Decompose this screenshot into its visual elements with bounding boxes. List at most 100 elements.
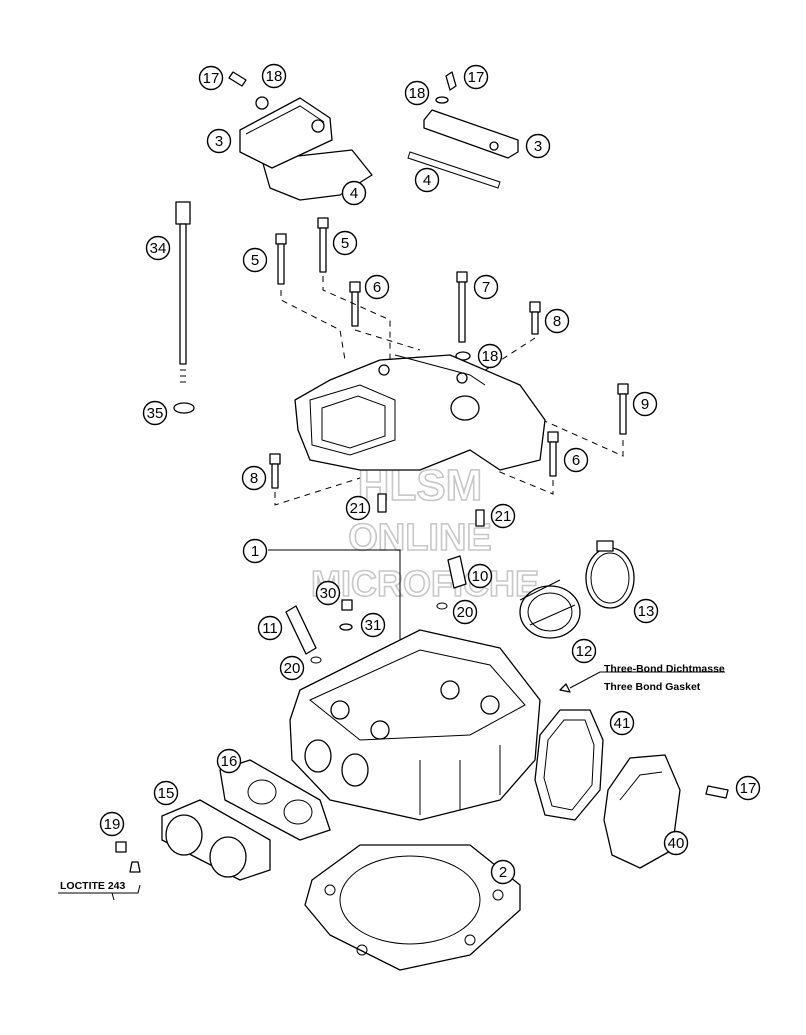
callout-13: 13: [633, 598, 659, 624]
callout-circle: [490, 503, 516, 529]
callout-circle: [142, 400, 168, 426]
callout-label: 15: [158, 785, 175, 802]
callout-7: 7: [473, 274, 499, 300]
callout-circle: [563, 447, 589, 473]
callout-label: 11: [262, 620, 278, 637]
callout-1: 1: [242, 538, 268, 564]
callout-label: 16: [221, 753, 238, 770]
callout-6: 6: [364, 274, 390, 300]
watermark: HLSM ONLINE MICROFICHE: [310, 460, 540, 605]
callout-11: 11: [257, 615, 283, 641]
callout-label: 5: [251, 252, 259, 269]
callout-16: 16: [216, 748, 242, 774]
screw-17c: [705, 785, 729, 799]
callout-label: 20: [284, 660, 301, 677]
intake-rubber: [519, 540, 635, 639]
note-sealant-de: Three-Bond Dichtmasse: [604, 663, 725, 675]
callout-label: 5: [341, 235, 349, 252]
callout-41: 41: [609, 710, 635, 736]
callout-15: 15: [153, 780, 179, 806]
callout-5: 5: [242, 247, 268, 273]
callout-circle: [257, 615, 283, 641]
callout-6: 6: [563, 447, 589, 473]
callout-label: 35: [147, 405, 164, 422]
callout-circle: [198, 65, 224, 91]
callout-label: 8: [250, 470, 258, 487]
callout-circle: [332, 230, 358, 256]
callout-circle: [452, 599, 478, 625]
valve-cover-left: [228, 71, 373, 201]
callout-circle: [242, 247, 268, 273]
callout-label: 17: [468, 69, 485, 86]
callout-label: 31: [365, 617, 382, 634]
o-ring-20b: [436, 602, 448, 610]
callout-label: 12: [576, 643, 593, 660]
callout-circle: [315, 580, 341, 606]
leader-1: [268, 549, 401, 640]
exhaust-flange: [161, 799, 271, 881]
callout-label: 6: [373, 279, 381, 296]
callout-34: 34: [145, 235, 171, 261]
callout-label: 1: [251, 543, 259, 560]
callout-circle: [99, 811, 125, 837]
callout-circle: [216, 748, 242, 774]
callout-18: 18: [477, 343, 503, 369]
watermark-line2: ONLINE: [348, 517, 492, 559]
cover-gasket: [534, 709, 604, 821]
callout-circle: [242, 538, 268, 564]
valve-guide-10: [447, 555, 467, 589]
callout-label: 30: [320, 585, 337, 602]
callout-label: 21: [495, 508, 512, 525]
valve-guide-11: [285, 605, 317, 655]
callout-35: 35: [142, 400, 168, 426]
callout-circle: [463, 64, 489, 90]
callout-4: 4: [414, 167, 440, 193]
callout-17: 17: [198, 65, 224, 91]
callout-3: 3: [206, 128, 232, 154]
callout-circle: [632, 391, 658, 417]
cylinder-head: [289, 629, 541, 821]
callout-label: 18: [482, 348, 499, 365]
exhaust-gasket: [219, 759, 331, 841]
callout-label: 20: [457, 604, 474, 621]
callout-label: 18: [409, 85, 426, 102]
callout-circle: [633, 598, 659, 624]
callout-circle: [241, 465, 267, 491]
dowel-right: [475, 509, 485, 527]
callout-17: 17: [463, 64, 489, 90]
callout-label: 3: [534, 138, 542, 155]
callout-circle: [145, 235, 171, 261]
callout-label: 18: [266, 68, 283, 85]
dowel-left: [377, 493, 387, 513]
callout-label: 10: [472, 568, 489, 585]
callout-label: 34: [150, 240, 167, 257]
callout-circle: [735, 775, 761, 801]
note-loctite: LOCTITE 243: [60, 880, 126, 892]
callout-20: 20: [452, 599, 478, 625]
callout-label: 13: [638, 603, 655, 620]
callout-circle: [663, 830, 689, 856]
bolts: [269, 217, 629, 506]
watermark-line3: MICROFICHE: [311, 563, 539, 604]
callout-3: 3: [525, 133, 551, 159]
callout-circle: [571, 638, 597, 664]
callout-8: 8: [544, 308, 570, 334]
callout-label: 7: [482, 279, 490, 296]
callout-circle: [473, 274, 499, 300]
callout-circle: [525, 133, 551, 159]
callout-label: 8: [553, 313, 561, 330]
callout-18: 18: [404, 80, 430, 106]
callout-2: 2: [490, 859, 516, 885]
loctite-leader: [58, 884, 141, 901]
callout-circle: [609, 710, 635, 736]
callout-8: 8: [241, 465, 267, 491]
callout-20: 20: [279, 655, 305, 681]
callout-label: 4: [423, 172, 431, 189]
callout-circle: [153, 780, 179, 806]
o-ring-20a: [310, 656, 322, 664]
callout-40: 40: [663, 830, 689, 856]
callout-circle: [414, 167, 440, 193]
callout-circle: [341, 180, 367, 206]
